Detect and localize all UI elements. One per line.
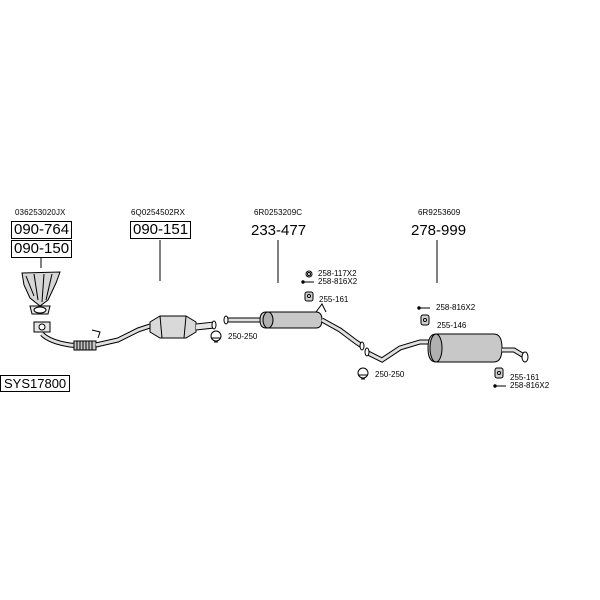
clamp-label[interactable]: 250-250: [375, 370, 405, 379]
rubber-hanger-icon: [494, 367, 504, 379]
clamp-label[interactable]: 250-250: [228, 332, 258, 341]
bolt-icon: [417, 306, 430, 310]
bolt-label[interactable]: 258-816X2: [510, 381, 550, 390]
exhaust-manifold: [21, 271, 61, 333]
part-number[interactable]: 090-151: [130, 221, 192, 239]
hanger-label[interactable]: 255-146: [437, 321, 467, 330]
part-number[interactable]: 278-999: [411, 222, 467, 239]
oem-number: 6R0253209C: [254, 208, 303, 217]
system-code: SYS17800: [0, 375, 71, 392]
catalytic-converter: [149, 315, 217, 339]
part-number[interactable]: 090-764: [11, 221, 73, 239]
part-number[interactable]: 090-150: [11, 240, 73, 258]
rubber-hanger-icon: [304, 291, 314, 302]
part-number[interactable]: 233-477: [251, 222, 307, 239]
ring-label[interactable]: 258-117X2: [318, 269, 357, 278]
hanger-label[interactable]: 255-161: [319, 295, 349, 304]
clamp-2: [357, 367, 369, 380]
oem-number: 6Q0254502RX: [131, 208, 186, 217]
hanger-label[interactable]: 255-161: [510, 373, 540, 382]
ring-icon: [305, 270, 313, 278]
oem-number: 036253020JX: [15, 208, 66, 217]
rubber-hanger-icon: [420, 314, 430, 326]
clamp-1: [210, 330, 222, 343]
bolt-icon: [301, 280, 314, 284]
bolt-label[interactable]: 258-816X2: [318, 277, 358, 286]
front-pipe: [40, 323, 151, 351]
oem-number: 6R9253609: [418, 208, 461, 217]
rear-silencer: [364, 333, 529, 363]
bolt-label[interactable]: 258-816X2: [436, 303, 476, 312]
bolt-icon: [493, 384, 506, 388]
centre-silencer: [223, 303, 365, 351]
